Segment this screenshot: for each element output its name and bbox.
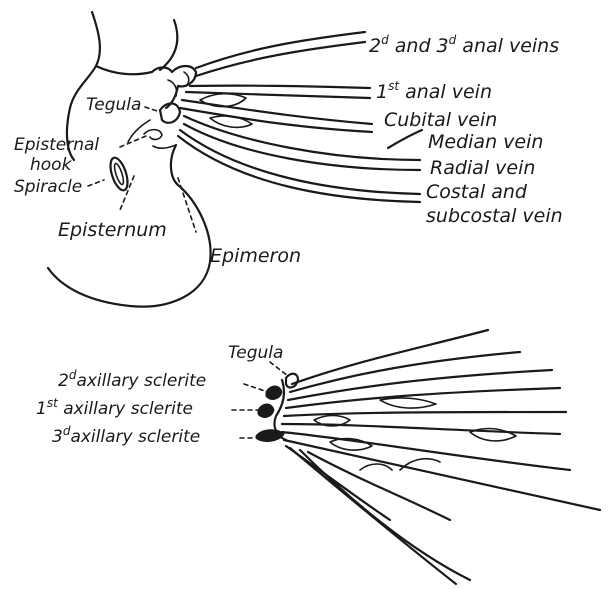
axillary-sclerite-1 bbox=[258, 404, 274, 417]
label-tegula-upper: Tegula bbox=[86, 95, 141, 115]
label-axillary-2: 2daxillary sclerite bbox=[58, 368, 206, 391]
label-epimeron: Epimeron bbox=[210, 245, 301, 267]
leader-tegula-lower bbox=[270, 362, 288, 376]
lower-figure: Tegula 2daxillary sclerite 1st axillary … bbox=[36, 330, 600, 584]
label-anal-vein-1: 1st anal vein bbox=[376, 79, 492, 103]
leader-axillary-2 bbox=[244, 384, 268, 392]
label-anal-veins-2-3: 2d and 3d anal veins bbox=[369, 33, 559, 57]
label-episternum: Episternum bbox=[58, 219, 167, 241]
label-tegula-lower: Tegula bbox=[228, 343, 283, 363]
label-axillary-3: 3daxillary sclerite bbox=[52, 424, 200, 447]
label-costal-line2: subcostal vein bbox=[426, 205, 563, 227]
label-median-vein: Median vein bbox=[428, 131, 543, 153]
leader-episternal-hook bbox=[120, 136, 146, 147]
label-radial-vein: Radial vein bbox=[430, 157, 535, 179]
axillary-sclerite-2 bbox=[266, 386, 282, 399]
leader-tegula-upper bbox=[145, 107, 160, 112]
leader-spiracle bbox=[88, 180, 104, 186]
label-axillary-1: 1st axillary sclerite bbox=[36, 396, 193, 419]
tegula-shape-lower bbox=[286, 374, 298, 388]
episternal-hook-shape bbox=[144, 130, 162, 140]
label-cubital-vein: Cubital vein bbox=[384, 109, 497, 131]
episternum-curve bbox=[153, 145, 176, 148]
upper-figure: 2d and 3d anal veins 1st anal vein Cubit… bbox=[14, 12, 563, 307]
tegula-shape bbox=[160, 103, 180, 122]
thorax-back-line bbox=[160, 20, 177, 70]
label-costal-line1: Costal and bbox=[426, 181, 528, 203]
label-spiracle: Spiracle bbox=[14, 177, 82, 197]
spiracle-shape bbox=[107, 156, 131, 193]
thorax-upper-edge bbox=[96, 66, 152, 74]
wing-veins-lower bbox=[282, 330, 600, 584]
label-hook: hook bbox=[30, 155, 73, 175]
label-episternal: Episternal bbox=[14, 135, 99, 155]
leader-epimeron bbox=[178, 178, 196, 232]
